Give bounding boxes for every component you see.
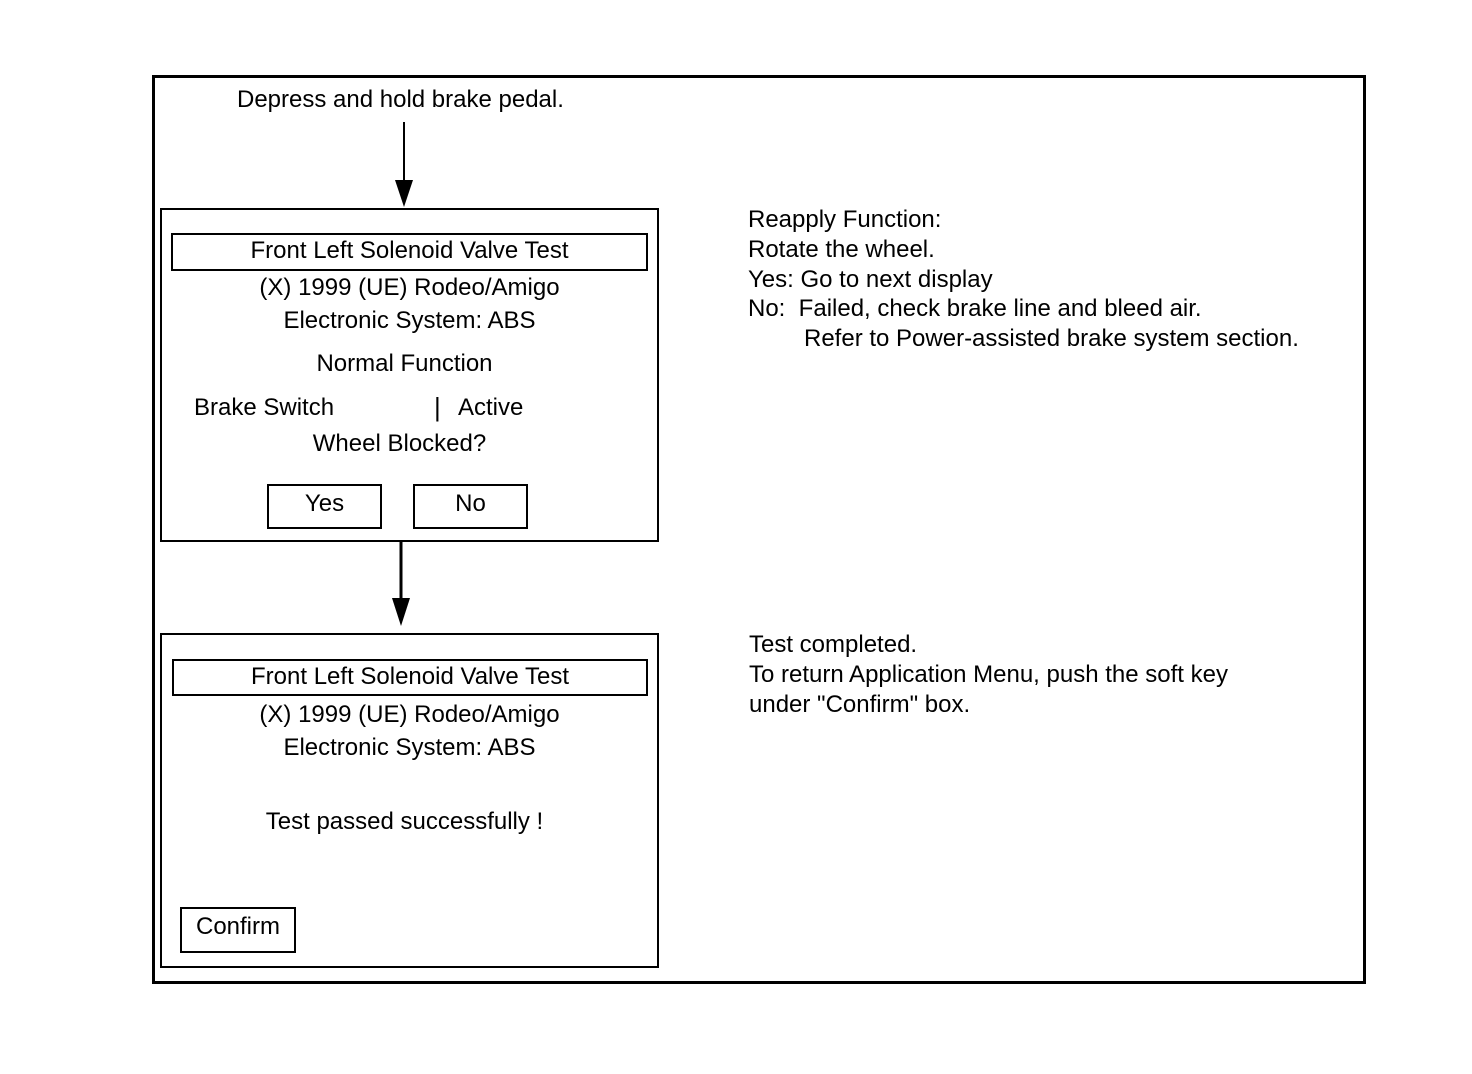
confirm-button[interactable]: Confirm [180,907,296,953]
screen1-system: Electronic System: ABS [283,307,536,334]
top-instruction: Depress and hold brake pedal. [237,86,564,113]
note1-line5: Refer to Power-assisted brake system sec… [804,325,1299,352]
screen1-param-value: Active [458,394,524,421]
screen2-vehicle: (X) 1999 (UE) Rodeo/Amigo [259,701,560,728]
scan-tool-screen-1: Front Left Solenoid Valve Test (X) 1999 … [160,208,659,542]
screen1-param-name: Brake Switch [194,394,335,421]
yes-button[interactable]: Yes [267,484,382,529]
screen2-message: Test passed successfully ! [265,808,544,835]
note2-line1: Test completed. [749,631,918,658]
screen2-title: Front Left Solenoid Valve Test [172,659,648,696]
screen1-mode: Normal Function [316,350,493,377]
screen1-param-separator: | [434,392,441,422]
no-button[interactable]: No [413,484,528,529]
screen1-title: Front Left Solenoid Valve Test [171,233,648,271]
note1-line4: No: Failed, check brake line and bleed a… [748,295,1202,322]
arrow-to-screen2-head [392,598,410,626]
screen2-system: Electronic System: ABS [283,734,536,761]
note1-line1: Reapply Function: [748,206,942,233]
arrow-to-screen1-head [395,180,413,207]
diagram-frame [152,75,1366,984]
note1-line3: Yes: Go to next display [748,266,993,293]
scan-tool-screen-2: Front Left Solenoid Valve Test (X) 1999 … [160,633,659,968]
note2-line2: To return Application Menu, push the sof… [749,661,1228,688]
note1-line2: Rotate the wheel. [748,236,935,263]
screen1-vehicle: (X) 1999 (UE) Rodeo/Amigo [259,274,560,301]
note2-line3: under "Confirm" box. [749,691,971,718]
screen1-question: Wheel Blocked? [312,430,487,457]
